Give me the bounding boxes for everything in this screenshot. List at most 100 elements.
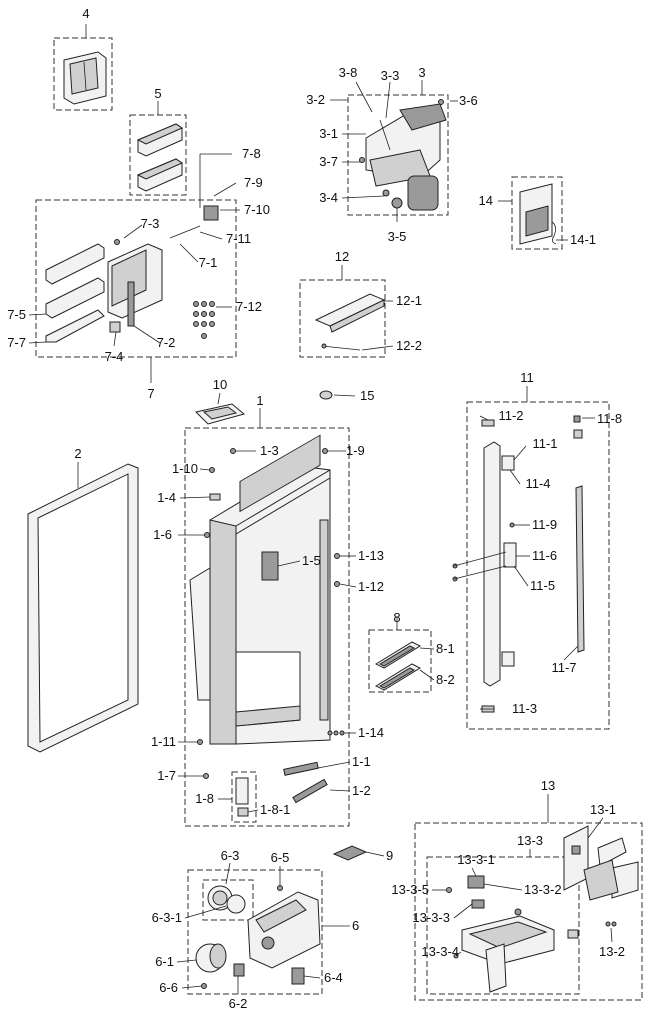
callout-12-2: 12-2 <box>396 338 422 353</box>
callout-6-5: 6-5 <box>271 850 290 865</box>
part-6-motor-assembly <box>195 885 321 989</box>
callout-1-11: 1-11 <box>151 734 176 749</box>
callout-7-1: 7-1 <box>199 255 218 270</box>
callout-6: 6 <box>352 918 359 933</box>
box-part-11 <box>466 401 610 730</box>
callout-8: 8 <box>393 610 400 625</box>
part-10-cap <box>195 403 246 425</box>
callout-1-12: 1-12 <box>358 579 384 594</box>
callout-13-3-5: 13-3-5 <box>391 882 429 897</box>
callout-8-1: 8-1 <box>436 641 455 656</box>
part-11-handle <box>452 415 585 713</box>
part-15-knob <box>319 390 333 400</box>
callout-3-2: 3-2 <box>306 92 325 107</box>
box-part-1 <box>184 427 350 827</box>
callout-11-8: 11-8 <box>597 411 622 426</box>
callout-3-8: 3-8 <box>339 65 358 80</box>
callout-1-1: 1-1 <box>352 754 371 769</box>
callout-1-13: 1-13 <box>358 548 384 563</box>
callout-15: 15 <box>360 388 374 403</box>
part-14-cover <box>519 183 557 245</box>
part-9-plate <box>332 845 368 861</box>
callout-11: 11 <box>520 370 534 385</box>
callout-13-3-3: 13-3-3 <box>412 910 450 925</box>
part-3-ice-maker <box>359 99 447 211</box>
box-part-13-3 <box>426 856 580 995</box>
callout-12: 12 <box>335 249 349 264</box>
part-drawings <box>27 51 639 993</box>
box-part-3 <box>347 94 449 216</box>
callout-13-1: 13-1 <box>590 802 616 817</box>
callout-6-3: 6-3 <box>221 848 240 863</box>
callout-7-12: 7-12 <box>236 299 262 314</box>
callout-labels: 4 5 3 3-8 3-3 3-2 3-6 3-1 3-7 3-4 3-5 14… <box>7 6 625 1011</box>
callout-1-7: 1-7 <box>157 768 176 783</box>
callout-11-9: 11-9 <box>532 517 557 532</box>
callout-3-6: 3-6 <box>459 93 478 108</box>
callout-7: 7 <box>147 386 154 401</box>
box-part-6 <box>187 869 323 995</box>
callout-4: 4 <box>82 6 89 21</box>
callout-7-3: 7-3 <box>141 216 160 231</box>
callout-12-1: 12-1 <box>396 293 422 308</box>
callout-1-8-1: 1-8-1 <box>260 802 290 817</box>
part-5-door-bins <box>136 123 184 192</box>
callout-3-1: 3-1 <box>319 126 338 141</box>
callout-11-3: 11-3 <box>512 701 537 716</box>
callout-11-4: 11-4 <box>525 476 550 491</box>
callout-7-11: 7-11 <box>226 231 251 246</box>
callout-11-6: 11-6 <box>532 548 557 563</box>
callout-6-3-1: 6-3-1 <box>152 910 182 925</box>
callout-8-2: 8-2 <box>436 672 455 687</box>
box-part-13 <box>414 822 643 1001</box>
callout-3-4: 3-4 <box>319 190 338 205</box>
part-4-bracket <box>63 51 107 105</box>
callout-7-4: 7-4 <box>105 349 124 364</box>
callout-11-1: 11-1 <box>532 436 557 451</box>
callout-13-3-1: 13-3-1 <box>457 852 495 867</box>
callout-13-2: 13-2 <box>599 944 625 959</box>
callout-13: 13 <box>541 778 555 793</box>
callout-6-1: 6-1 <box>155 954 174 969</box>
callout-1-8: 1-8 <box>195 791 214 806</box>
callout-14-1: 14-1 <box>570 232 596 247</box>
callout-3-3: 3-3 <box>381 68 400 83</box>
callout-1-9: 1-9 <box>346 443 365 458</box>
callout-6-4: 6-4 <box>324 970 343 985</box>
callout-11-2: 11-2 <box>498 408 523 423</box>
callout-7-8: 7-8 <box>242 146 261 161</box>
callout-1-14: 1-14 <box>358 725 384 740</box>
callout-7-10: 7-10 <box>244 202 270 217</box>
part-13-lever-assembly <box>446 825 639 993</box>
box-part-1-8 <box>231 771 257 823</box>
leader-lines <box>28 24 613 994</box>
callout-13-3-4: 13-3-4 <box>421 944 459 959</box>
callout-3-7: 3-7 <box>319 154 338 169</box>
callout-2: 2 <box>74 446 81 461</box>
callout-1-10: 1-10 <box>172 461 198 476</box>
callout-7-9: 7-9 <box>244 175 263 190</box>
part-8-guides <box>374 641 422 691</box>
callout-1-4: 1-4 <box>157 490 176 505</box>
callout-7-7: 7-7 <box>7 335 26 350</box>
box-part-14 <box>511 176 563 250</box>
part-1-door-assembly <box>189 434 345 817</box>
part-7-cover-assembly <box>45 170 219 343</box>
callout-9: 9 <box>386 848 393 863</box>
callout-5: 5 <box>154 86 161 101</box>
part-2-gasket <box>27 463 139 753</box>
callout-6-2: 6-2 <box>229 996 248 1011</box>
box-part-8 <box>368 629 432 693</box>
box-part-7 <box>35 199 237 358</box>
callout-1-2: 1-2 <box>352 783 371 798</box>
callout-13-3: 13-3 <box>517 833 543 848</box>
callout-1-6: 1-6 <box>153 527 172 542</box>
callout-7-2: 7-2 <box>157 335 176 350</box>
callout-11-7: 11-7 <box>551 660 576 675</box>
callout-3-5: 3-5 <box>388 229 407 244</box>
callout-10: 10 <box>213 377 227 392</box>
callout-6-6: 6-6 <box>159 980 178 995</box>
callout-11-5: 11-5 <box>530 578 555 593</box>
part-7-12-screws <box>193 301 215 339</box>
